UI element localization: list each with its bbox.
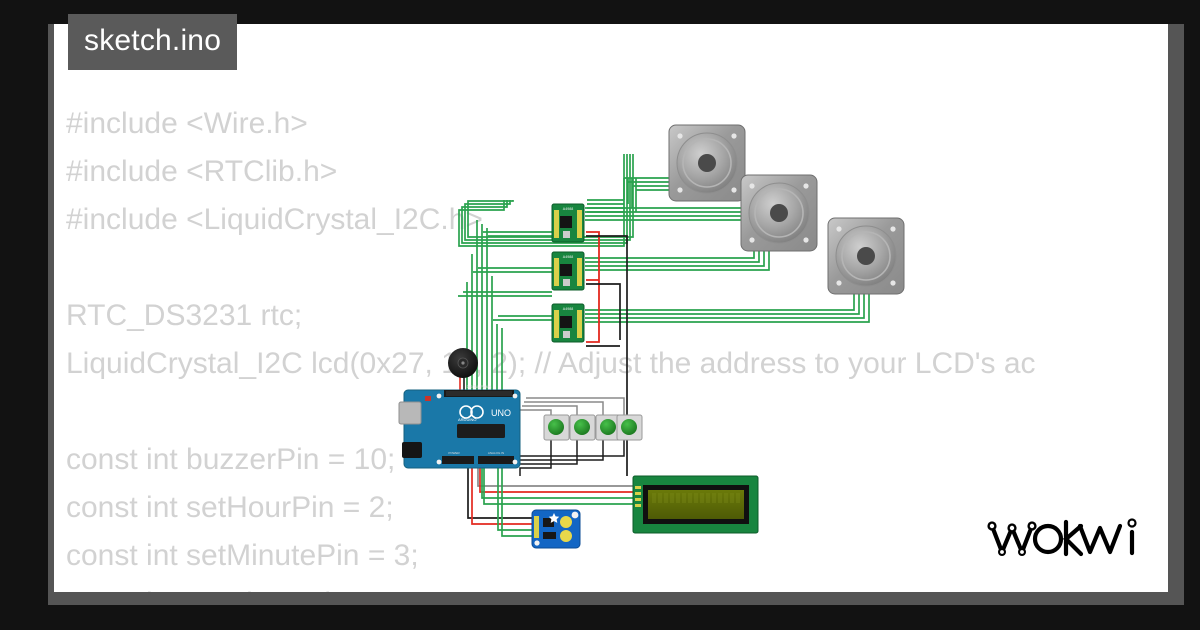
pushbutton-2[interactable] — [569, 414, 596, 441]
driver-a4988-2[interactable]: A4988 — [551, 251, 585, 291]
stepper-motor-3[interactable] — [827, 217, 905, 295]
wire-lcd — [477, 468, 633, 505]
arduino-infinity-logo — [459, 405, 484, 419]
wire-buttons — [519, 397, 625, 476]
stepper-motor-2[interactable] — [740, 174, 818, 252]
wire-power-red — [586, 231, 600, 343]
svg-text:ANALOG IN: ANALOG IN — [488, 451, 504, 455]
svg-text:UNO: UNO — [491, 408, 511, 418]
stepper-motor-1[interactable] — [668, 124, 746, 202]
buzzer[interactable] — [448, 348, 478, 378]
svg-text:ARDUINO: ARDUINO — [458, 417, 476, 422]
svg-text:A4988: A4988 — [563, 307, 573, 311]
driver-a4988-3[interactable]: A4988 — [551, 303, 585, 343]
svg-text:A4988: A4988 — [563, 207, 573, 211]
lcd-1602[interactable] — [632, 475, 759, 534]
svg-text:POWER: POWER — [448, 451, 460, 455]
wokwi-logo — [987, 518, 1137, 557]
arduino-uno[interactable]: UNO ARDUINO DIGITAL (PWM~) POWER ANALOG … — [398, 385, 521, 469]
svg-text:A4988: A4988 — [563, 255, 573, 259]
svg-text:DIGITAL (PWM~): DIGITAL (PWM~) — [467, 385, 492, 389]
lcd-character-cells — [652, 493, 740, 503]
editor-canvas: #include <Wire.h> #include <RTClib.h> #i… — [54, 24, 1168, 592]
driver-a4988-1[interactable]: A4988 — [551, 203, 585, 243]
file-tab-sketch-ino[interactable]: sketch.ino — [68, 14, 238, 70]
pushbutton-3[interactable] — [595, 414, 622, 441]
circuit-diagram: A4988 A4988 A4988 — [398, 124, 905, 549]
pushbutton-4[interactable] — [616, 414, 643, 441]
wire-rtc — [467, 468, 532, 537]
rtc-ds3231[interactable] — [531, 509, 581, 549]
wire-ground-black — [586, 235, 628, 476]
pushbutton-1[interactable] — [543, 414, 570, 441]
